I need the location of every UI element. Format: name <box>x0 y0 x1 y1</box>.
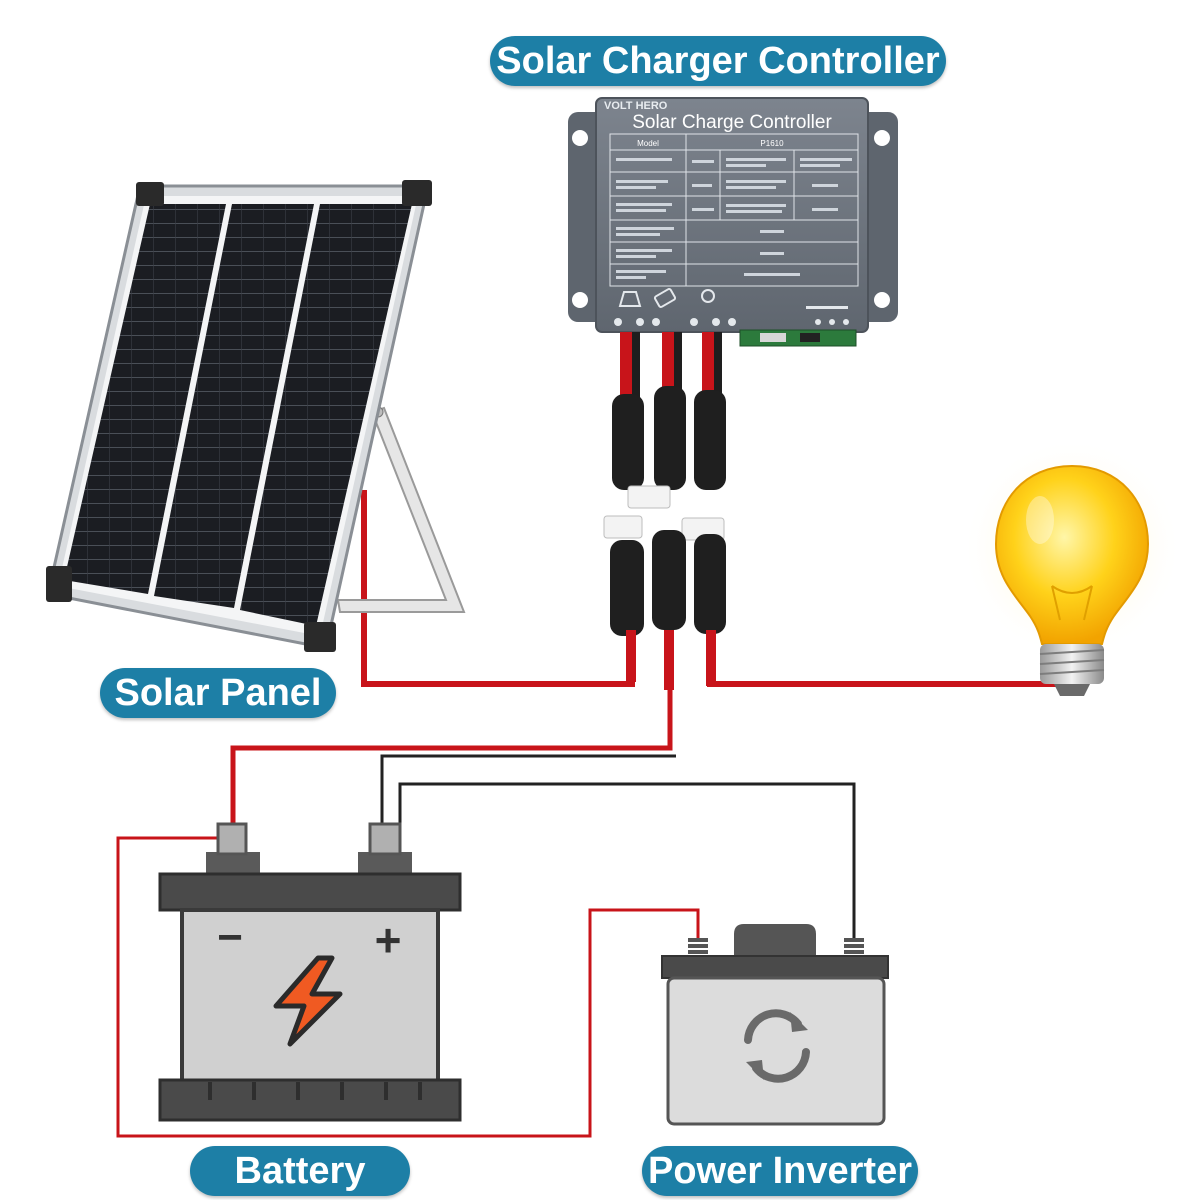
battery: − + <box>158 822 462 1122</box>
battery-positive-symbol: + <box>375 914 402 966</box>
connector-upper-1 <box>612 394 644 490</box>
panel-cells-3 <box>240 204 412 626</box>
charge-controller: VOLT HERO Solar Charge Controller Model … <box>568 97 898 347</box>
panel-stand <box>336 406 466 613</box>
connector-upper-3 <box>694 390 726 490</box>
controller-icons <box>618 288 715 308</box>
controller-fine-print <box>616 158 852 279</box>
inverter-wire-red <box>116 836 700 1138</box>
connector-upper-2 <box>654 386 686 490</box>
light-bulb-icon <box>962 438 1182 696</box>
inverter-wire-black <box>398 782 856 940</box>
panel-cells-1 <box>64 204 226 594</box>
battery-terminal-negative <box>206 852 260 876</box>
controller-brand: VOLT HERO <box>604 100 668 112</box>
controller-battery-symbol-icon <box>653 288 677 308</box>
solar-panel <box>46 180 466 652</box>
load-wire-red <box>707 630 1058 687</box>
connector-lower-2 <box>652 530 686 630</box>
label-power-inverter: Power Inverter <box>642 1146 918 1196</box>
panel-cells-2 <box>154 204 314 608</box>
label-solar-charger-controller: Solar Charger Controller <box>490 36 946 86</box>
controller-circuit-board <box>739 329 857 347</box>
lightning-bolt-icon <box>273 955 343 1047</box>
panel-wire-red <box>361 490 635 687</box>
controller-spec-table <box>609 133 859 287</box>
connector-lower-3 <box>694 534 726 634</box>
power-inverter <box>661 924 889 1126</box>
controller-model-value: P1610 <box>760 139 784 148</box>
controller-model-header: Model <box>637 139 659 148</box>
battery-negative-symbol: − <box>217 913 243 962</box>
battery-terminal-positive <box>358 852 412 876</box>
label-battery: Battery <box>190 1146 410 1196</box>
controller-device-title: Solar Charge Controller <box>632 112 832 133</box>
controller-cables <box>603 332 726 690</box>
battery-wire-red <box>230 630 673 826</box>
controller-panel-symbol-icon <box>618 291 642 307</box>
battery-wire-black <box>380 754 676 826</box>
label-solar-panel: Solar Panel <box>100 668 336 718</box>
connector-lower-1 <box>610 540 644 636</box>
controller-bulb-symbol-icon <box>701 289 715 303</box>
